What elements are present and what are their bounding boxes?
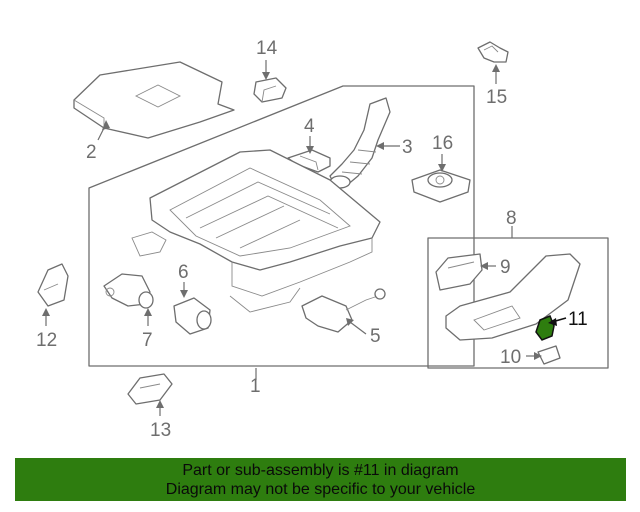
part-6-motor (173, 297, 212, 335)
part-16-mount (411, 169, 471, 203)
callout-5: 5 (370, 326, 381, 347)
callout-1: 1 (250, 376, 261, 397)
sub-assembly-8-box (427, 237, 609, 369)
callout-11: 11 (568, 309, 588, 330)
callout-13: 13 (150, 420, 171, 441)
callout-16: 16 (432, 133, 453, 154)
part-13-cover (127, 373, 173, 405)
info-banner: Part or sub-assembly is #11 in diagram D… (15, 458, 626, 501)
seat-side-trim (445, 253, 581, 341)
frame-box-outline (88, 85, 475, 367)
callout-10: 10 (500, 347, 521, 368)
callout-15: 15 (486, 87, 507, 108)
callout-12: 12 (36, 330, 57, 351)
seat-frame (131, 149, 381, 313)
callout-4: 4 (304, 116, 315, 137)
part-9-switch (435, 253, 483, 291)
part-7-motor (103, 273, 154, 309)
callout-7: 7 (142, 330, 153, 351)
callout-3: 3 (402, 137, 413, 158)
banner-line-2: Diagram may not be specific to your vehi… (165, 481, 476, 498)
part-2-seat-pad (73, 61, 235, 139)
callout-2: 2 (86, 142, 97, 163)
part-15-bracket (477, 41, 509, 63)
callout-labels: 1 2 3 4 5 6 7 8 9 10 11 12 13 14 15 16 (36, 38, 588, 441)
callout-8: 8 (506, 208, 517, 229)
part-14-clip (253, 77, 287, 103)
part-3-cable (329, 97, 391, 189)
leader-lines (42, 60, 567, 416)
callout-14: 14 (256, 38, 278, 59)
banner-line-1: Part or sub-assembly is #11 in diagram (182, 462, 459, 479)
part-5-motor (301, 288, 386, 333)
part-10-cap (537, 345, 561, 365)
callout-6: 6 (178, 262, 189, 283)
callout-9: 9 (500, 257, 511, 278)
part-12-cover (37, 263, 69, 307)
part-11-knob (535, 315, 555, 341)
